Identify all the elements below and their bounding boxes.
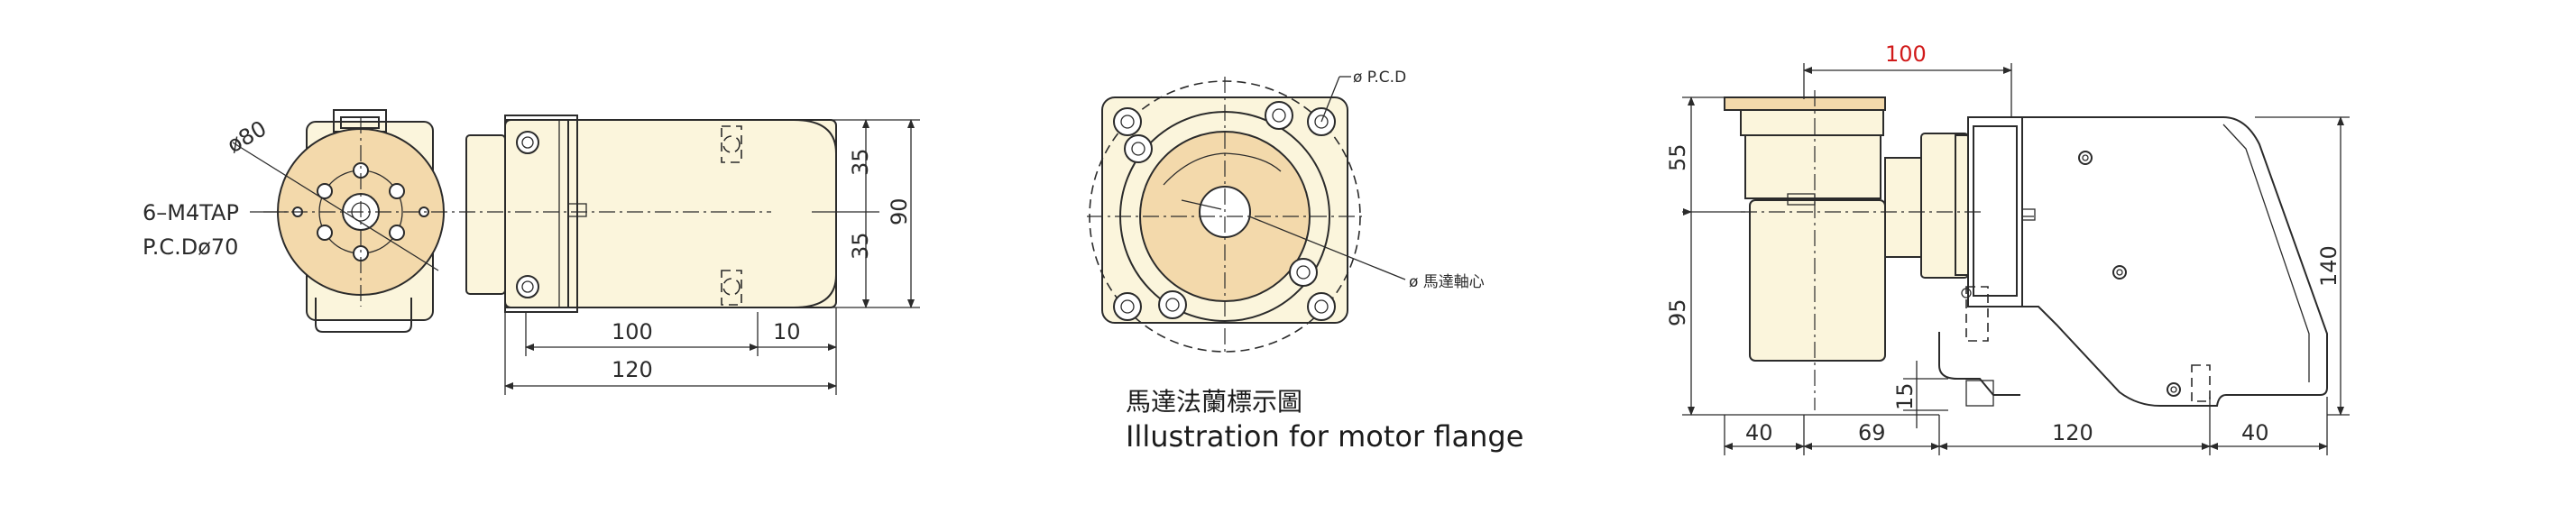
right-dim-140: 140 (2316, 245, 2341, 287)
mount-bracket (2021, 116, 2328, 407)
caption-english: Illustration for motor flange (1126, 419, 1523, 454)
right-dim-40b: 40 (2241, 420, 2269, 445)
right-dim-55: 55 (1665, 143, 1690, 171)
right-dim-15: 15 (1892, 382, 1918, 410)
dim-10: 10 (773, 319, 801, 344)
tap-holes (317, 162, 405, 262)
right-dim-100: 100 (1885, 41, 1927, 67)
right-view: 100 55 95 140 15 40 69 120 40 (1665, 41, 2350, 455)
right-dim-120: 120 (2052, 420, 2093, 445)
left-motor-body (504, 119, 837, 308)
dim-35-bottom: 35 (848, 232, 873, 260)
left-adapter (465, 134, 506, 295)
dim-100: 100 (612, 319, 653, 344)
dim-120: 120 (612, 357, 653, 382)
right-dim-95: 95 (1665, 298, 1690, 326)
mid-view: ø P.C.D ø 馬達軸心 馬達法蘭標示圖 Illustration for … (1087, 69, 1523, 454)
caption-chinese: 馬達法蘭標示圖 (1126, 387, 1302, 417)
right-dim-40a: 40 (1745, 420, 1773, 445)
top-plate (1724, 96, 1886, 111)
tap-label: 6–M4TAP (143, 200, 239, 225)
dim-90: 90 (887, 197, 912, 225)
mid-pcd-label: ø P.C.D (1353, 69, 1406, 87)
dim-35-top: 35 (848, 148, 873, 176)
right-dim-69: 69 (1858, 420, 1886, 445)
right-motor-block (1749, 199, 1886, 362)
pcd-label: P.C.Dø70 (143, 234, 238, 260)
shaft-center-label: ø 馬達軸心 (1409, 273, 1485, 291)
left-view: ø80 6–M4TAP P.C.Dø70 35 35 90 100 10 120 (143, 109, 920, 395)
